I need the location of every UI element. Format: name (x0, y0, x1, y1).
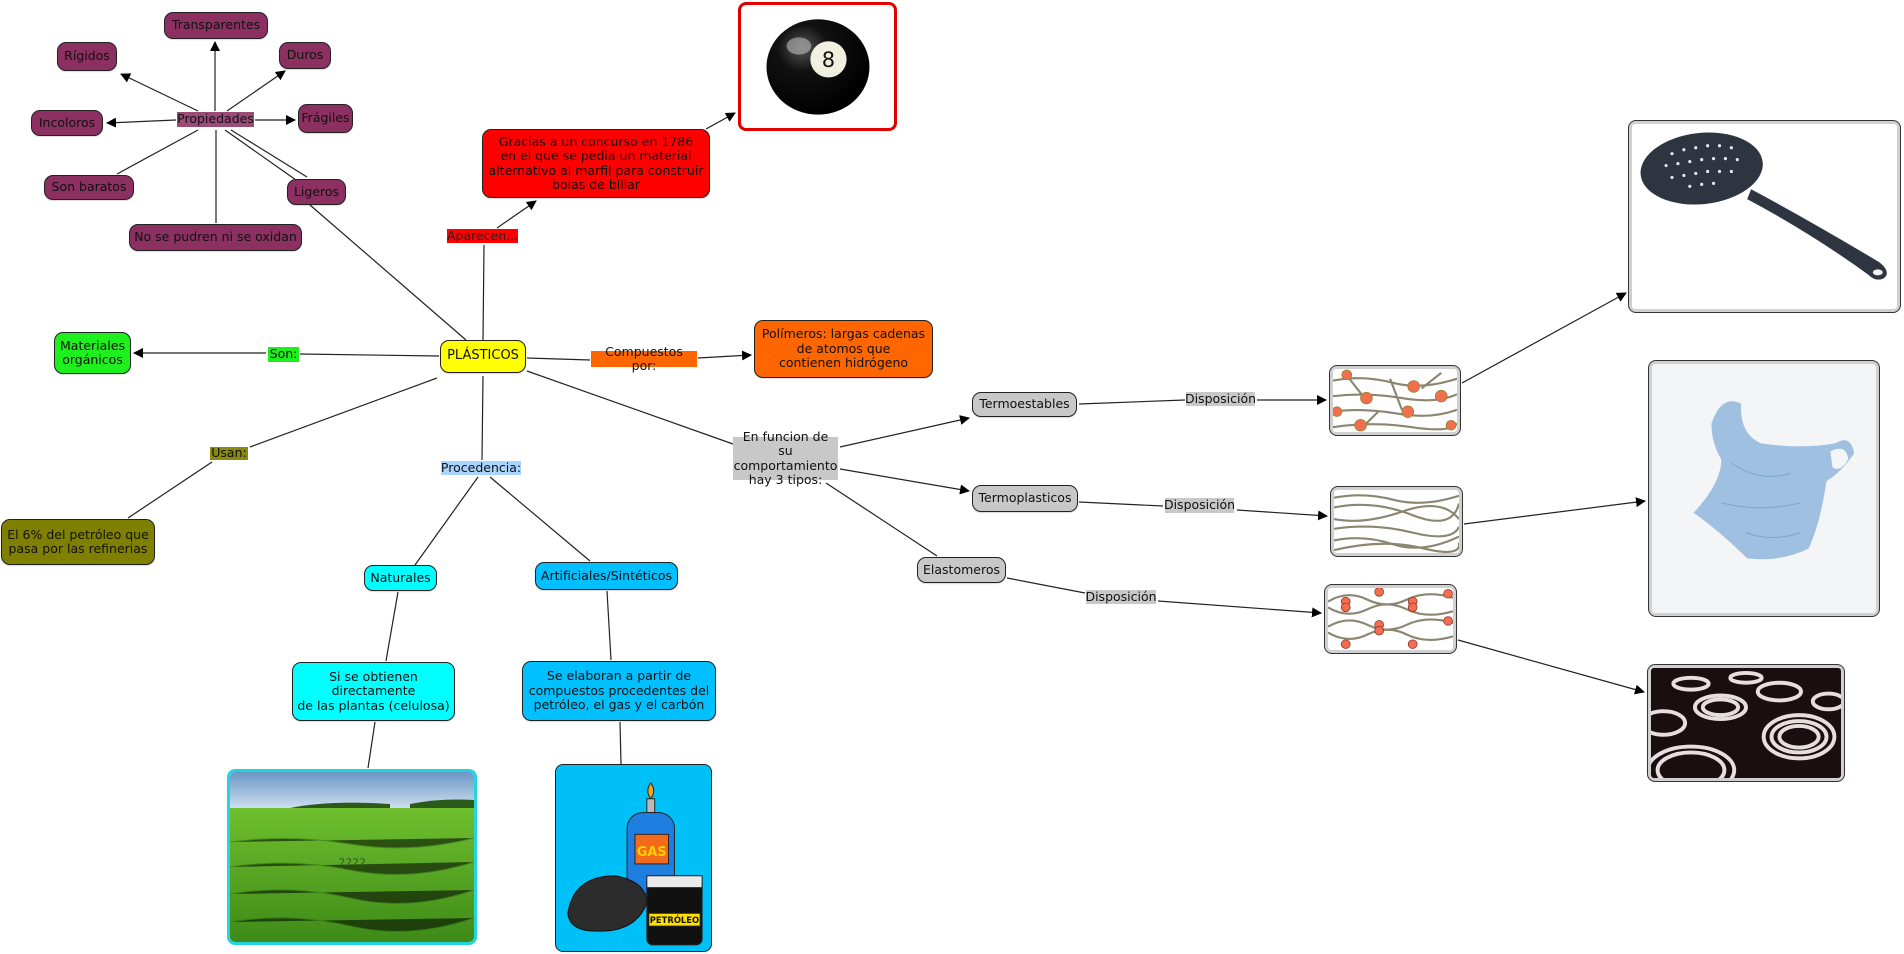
edge-tipos-elastomeros (825, 482, 938, 557)
edge-elastomeros-disp (1006, 577, 1086, 594)
edge-ligeros-plasticos (309, 204, 467, 341)
edge-gracias-ball (705, 112, 736, 130)
propiedades-label: Propiedades (177, 111, 254, 127)
svg-text:8: 8 (822, 48, 835, 72)
edge-plasticos-compuestos (526, 357, 591, 361)
edge-naturales-image (367, 721, 376, 769)
link-disposicion-1: Disposición (1184, 390, 1257, 406)
node-6-por-ciento-petroleo[interactable]: El 6% del petróleo que pasa por las refi… (1, 519, 155, 565)
node-elastomeros[interactable]: Elastomeros (917, 557, 1006, 583)
crop-field-image[interactable]: ???? (227, 769, 477, 945)
gas-label: GAS (637, 845, 667, 860)
node-plasticos[interactable]: PLÁSTICOS (440, 340, 526, 373)
edge-img2-bag (1463, 497, 1646, 525)
edge-plasticos-tipos (526, 370, 734, 445)
edge-plasticos-procedencia (481, 375, 484, 461)
node-rigidos[interactable]: Rígidos (57, 42, 117, 71)
plastic-bag-image[interactable] (1648, 360, 1880, 617)
edge-artificiales-image (619, 721, 622, 765)
edge-plasticos-usan (249, 377, 438, 448)
elastomeros-structure-image[interactable] (1324, 584, 1457, 654)
edge-disp-img2 (1236, 509, 1328, 521)
link-tipos: En funcion de su comportamiento hay 3 ti… (733, 428, 838, 487)
node-artificiales[interactable]: Artificiales/Sintéticos (535, 562, 678, 590)
termoestables-structure-image[interactable] (1329, 365, 1461, 436)
edge-plasticos-son (299, 353, 440, 357)
node-ligeros[interactable]: Ligeros (287, 179, 346, 205)
edge-compuestos-polimeros (697, 350, 752, 361)
gas-coal-petroleum-image[interactable]: GAS PETRÓLEO (555, 764, 712, 952)
node-fragiles[interactable]: Frágiles (298, 104, 353, 133)
edge-propiedades-incoloros (106, 117, 177, 128)
edge-propiedades-plasticos (230, 129, 308, 178)
edge-procedencia-naturales (414, 476, 479, 566)
edge-termoestables-disp (1078, 399, 1186, 405)
node-historia-concurso[interactable]: Gracias a un concurso en 1786 en el que … (482, 129, 710, 198)
node-incoloros[interactable]: Incoloros (31, 110, 103, 136)
edge-artificiales-detail (606, 590, 612, 661)
edge-naturales-detail (385, 591, 399, 662)
link-disposicion-3: Disposición (1085, 588, 1157, 604)
node-no-se-pudren[interactable]: No se pudren ni se oxidan (129, 224, 302, 251)
edge-procedencia-artificiales (489, 476, 591, 562)
edge-img1-spoon (1461, 292, 1627, 384)
link-compuestos-por: Compuestos por: (591, 344, 697, 373)
node-artificiales-detalle[interactable]: Se elaboran a partir de compuestos proce… (522, 661, 716, 721)
edge-disp-img3 (1157, 600, 1322, 618)
edge-propiedades-sonbaratos (116, 129, 199, 175)
edge-propiedades-rigidos (120, 73, 199, 112)
node-naturales[interactable]: Naturales (364, 565, 437, 591)
edge-propiedades-ligeros (224, 129, 297, 181)
edge-usan-6pct (127, 461, 213, 519)
node-termoplasticos[interactable]: Termoplasticos (972, 485, 1078, 512)
edge-tipos-termoplasticos (839, 468, 970, 495)
edge-img3-carpet (1457, 639, 1645, 695)
skimmer-spoon-image[interactable] (1628, 120, 1901, 313)
node-materiales-organicos[interactable]: Materiales orgánicos (54, 332, 131, 374)
node-son-baratos[interactable]: Son baratos (44, 175, 134, 200)
link-procedencia: Procedencia: (440, 459, 522, 475)
link-usan: Usan: (210, 445, 248, 461)
node-duros[interactable]: Duros (279, 42, 331, 69)
edge-tipos-termoestables (839, 415, 970, 448)
field-image-text: ???? (338, 857, 366, 872)
termoplasticos-structure-image[interactable] (1330, 486, 1463, 557)
link-disposicion-2: Disposición (1163, 497, 1236, 513)
edge-propiedades-duros (226, 70, 286, 112)
petroleo-label: PETRÓLEO (650, 914, 699, 925)
edge-termoplasticos-disp (1078, 501, 1164, 507)
node-naturales-detalle[interactable]: Si se obtienen directamente de las plant… (292, 662, 455, 721)
edge-aparecen-gracias (496, 200, 537, 229)
node-termoestables[interactable]: Termoestables (972, 392, 1077, 417)
edge-plasticos-aparecen (482, 244, 485, 341)
billiard-ball-image[interactable]: 8 (738, 2, 897, 131)
node-polimeros[interactable]: Polímeros: largas cadenas de atomos que … (754, 320, 933, 378)
link-son: Son: (268, 346, 299, 362)
link-aparecen: Aparecen... (446, 227, 519, 243)
node-transparentes[interactable]: Transparentes (164, 12, 268, 39)
rubber-rolls-image[interactable] (1647, 664, 1845, 782)
